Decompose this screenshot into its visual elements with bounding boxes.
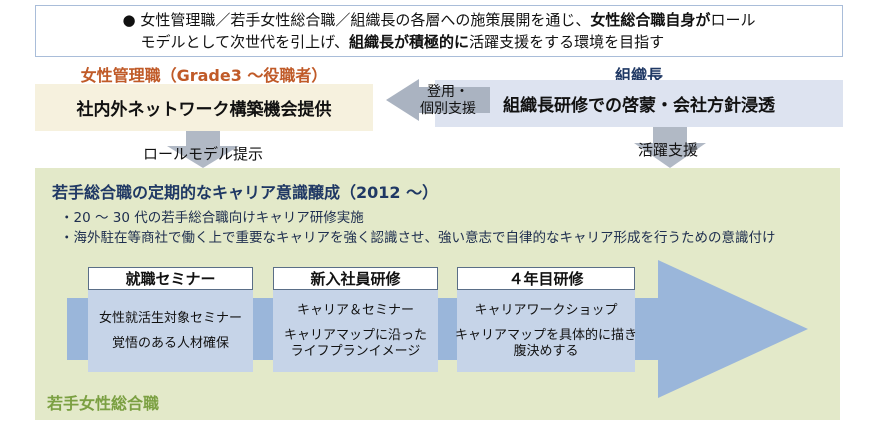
program-body: 女性就活生対象セミナー 覚悟のある人材確保 [88, 290, 253, 372]
program-body: キャリア＆セミナー キャリアマップに沿った ライフプランイメージ [273, 290, 438, 372]
program-line: ライフプランイメージ [290, 343, 421, 359]
role-model-label: ロールモデル提示 [143, 145, 264, 163]
career-section: 若手総合職の定期的なキャリア意識醸成（2012 ～） ・20 ～ 30 代の若手… [35, 168, 840, 420]
goal-text: ● 女性管理職／若手女性総合職／組織長の各層への施策展開を通じ、女性総合職自身が… [123, 9, 756, 53]
program-line: 腹決めする [513, 343, 579, 359]
goal-text-line2: モデルとして次世代を引上げ、組織長が積極的に活躍支援をする環境を目指す [140, 33, 665, 51]
goal-text-line1: ● 女性管理職／若手女性総合職／組織長の各層への施策展開を通じ、女性総合職自身が… [122, 11, 756, 29]
org-leaders-heading: 組織長 [614, 66, 663, 85]
program-line: 女性就活生対象セミナー [98, 310, 242, 326]
career-section-title: 若手総合職の定期的なキャリア意識醸成（2012 ～） [52, 183, 439, 202]
right-arrow-icon [658, 260, 808, 398]
program-line: 覚悟のある人材確保 [111, 335, 229, 351]
female-managers-heading: 女性管理職（Grade3 ～役職者） [80, 66, 328, 85]
female-managers-box: 社内外ネットワーク構築機会提供 [35, 84, 373, 131]
left-arrow-head [386, 79, 419, 121]
program-box-4th-year-training: ４年目研修 キャリアワークショップ キャリアマップを具体的に描き 腹決めする [455, 267, 638, 372]
down-arrow-icon-role-model [167, 131, 239, 168]
program-title: 新入社員研修 [273, 267, 438, 290]
org-leaders-box: 組織長研修での啓蒙・会社方針浸透 [435, 80, 843, 127]
goal-box: ● 女性管理職／若手女性総合職／組織長の各層への施策展開を通じ、女性総合職自身が… [35, 5, 843, 57]
program-title: 就職セミナー [88, 267, 253, 290]
program-line: キャリアマップに沿った [283, 327, 427, 343]
program-title: ４年目研修 [457, 267, 635, 290]
program-body: キャリアワークショップ キャリアマップを具体的に描き 腹決めする [455, 290, 638, 372]
promotion-arrow-label: 登用・ 個別支援 [420, 84, 476, 117]
program-line: キャリアマップを具体的に描き [455, 327, 638, 343]
program-line: キャリアワークショップ [474, 302, 618, 318]
program-box-new-employee-training: 新入社員研修 キャリア＆セミナー キャリアマップに沿った ライフプランイメージ [273, 267, 438, 372]
bullet-icon: ● [122, 11, 136, 29]
career-section-bullets: ・20 ～ 30 代の若手総合職向けキャリア研修実施 ・海外駐在等商社で働く上で… [60, 208, 776, 248]
left-arrow-shaft [419, 87, 490, 113]
support-label: 活躍支援 [638, 141, 699, 159]
female-managers-box-label: 社内外ネットワーク構築機会提供 [76, 100, 332, 120]
down-arrow-icon-support [634, 127, 706, 168]
program-box-shukatsu-seminar: 就職セミナー 女性就活生対象セミナー 覚悟のある人材確保 [88, 267, 253, 372]
program-line: キャリア＆セミナー [296, 302, 414, 318]
org-leaders-box-label: 組織長研修での啓蒙・会社方針浸透 [503, 96, 775, 116]
career-bullet: ・海外駐在等商社で働く上で重要なキャリアを強く認識させ、強い意志で自律的なキャリ… [60, 230, 776, 246]
career-footer-label: 若手女性総合職 [47, 394, 160, 413]
left-arrow-icon [386, 79, 490, 121]
career-bullet: ・20 ～ 30 代の若手総合職向けキャリア研修実施 [60, 210, 364, 226]
